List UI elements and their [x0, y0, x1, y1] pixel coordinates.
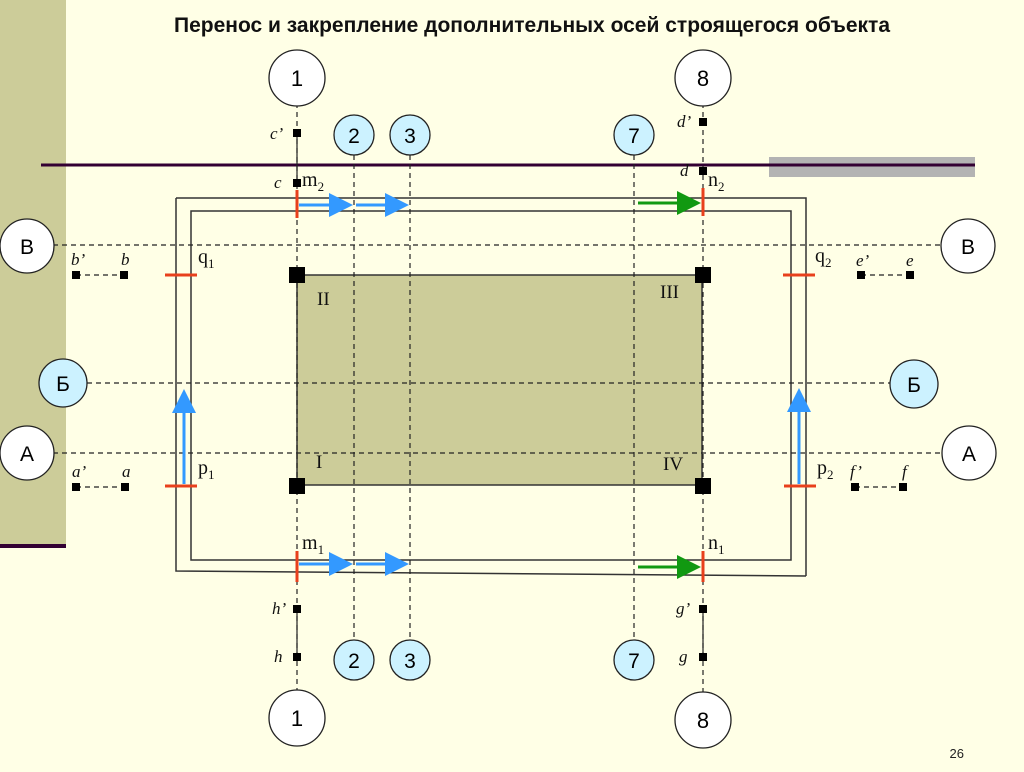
fixing-mark-labels: m2 n2 m1 n1 q1 q2 p1 p2	[198, 169, 834, 557]
axis-label: 2	[348, 650, 360, 673]
label-n1: n1	[708, 532, 725, 557]
axis-bubble-A-right[interactable]: А	[941, 425, 997, 481]
axis-bubble-7-bottom[interactable]: 7	[613, 639, 655, 681]
axis-label: 1	[291, 706, 303, 731]
marker-e	[906, 271, 914, 279]
axis-bubble-V-left[interactable]: В	[0, 218, 55, 274]
label-e-prime: e’	[856, 251, 870, 270]
axis-bubble-8-top[interactable]: 8	[674, 49, 732, 107]
marker-g-prime	[699, 605, 707, 613]
page-number: 26	[949, 746, 964, 761]
axis-label: В	[20, 236, 34, 259]
outer-frame-bottom-left	[175, 198, 807, 577]
marker-f	[899, 483, 907, 491]
label-d-prime: d’	[677, 112, 692, 131]
label-h: h	[274, 647, 283, 666]
label-a: a	[122, 462, 131, 481]
axis-lines	[53, 103, 941, 692]
label-f-prime: f’	[850, 462, 862, 481]
label-p2: p2	[817, 457, 834, 482]
axis-bubble-3-top[interactable]: 3	[389, 114, 431, 156]
axis-bubble-2-bottom[interactable]: 2	[333, 639, 375, 681]
corner-label-I: I	[316, 452, 322, 473]
marker-d-prime	[699, 118, 707, 126]
marker-f-prime	[851, 483, 859, 491]
label-q1: q1	[198, 246, 215, 271]
transfer-arrows-green	[638, 191, 701, 579]
label-h-prime: h’	[272, 599, 287, 618]
axis-label: В	[961, 236, 975, 259]
label-m2: m2	[302, 169, 324, 194]
axis-label: 3	[404, 125, 416, 148]
corner-labels: II III I IV	[316, 282, 683, 475]
axis-bubble-B-right[interactable]: Б	[889, 359, 939, 409]
marker-c	[293, 179, 301, 187]
label-q2: q2	[815, 245, 832, 270]
corner-label-II: II	[317, 289, 330, 310]
marker-a	[121, 483, 129, 491]
axis-label: А	[962, 443, 976, 466]
axis-label: 7	[628, 650, 640, 673]
axis-bubbles: 1 8 1 8 2 3 7 2 3 7 В В А А Б Б	[0, 49, 997, 749]
slide-title: Перенос и закрепление дополнительных осе…	[173, 14, 890, 37]
label-e: e	[906, 251, 914, 270]
label-d: d	[680, 161, 689, 180]
axis-bubble-V-right[interactable]: В	[940, 218, 996, 274]
axis-label: А	[20, 443, 34, 466]
grey-band	[769, 157, 975, 177]
axis-label: 1	[291, 66, 303, 91]
axis-label: 8	[697, 708, 709, 733]
corner-marker-II	[289, 267, 305, 283]
inner-frame	[190, 210, 792, 561]
label-g-prime: g’	[676, 599, 691, 618]
corner-markers	[289, 267, 711, 494]
label-c-prime: c’	[270, 124, 284, 143]
marker-h	[293, 653, 301, 661]
marker-g	[699, 653, 707, 661]
axis-label: 2	[348, 125, 360, 148]
label-n2: n2	[708, 169, 725, 194]
corner-label-IV: IV	[663, 454, 683, 475]
axis-bubble-3-bottom[interactable]: 3	[389, 639, 431, 681]
label-m1: m1	[302, 532, 324, 557]
axis-label: 8	[697, 66, 709, 91]
fixing-ticks	[165, 188, 816, 582]
marker-a-prime	[72, 483, 80, 491]
axis-bubble-1-top[interactable]: 1	[268, 49, 326, 107]
label-c: c	[274, 173, 282, 192]
marker-b-prime	[72, 271, 80, 279]
marker-d	[699, 167, 707, 175]
corner-marker-I	[289, 478, 305, 494]
label-f: f	[902, 462, 909, 481]
label-p1: p1	[198, 457, 215, 482]
axis-label: 7	[628, 125, 640, 148]
axis-bubble-7-top[interactable]: 7	[613, 114, 655, 156]
transfer-arrows-blue	[172, 193, 811, 576]
marker-b	[120, 271, 128, 279]
axis-bubble-A-left[interactable]: А	[0, 425, 55, 481]
axis-label: 3	[404, 650, 416, 673]
axis-bubble-B-left[interactable]: Б	[38, 358, 88, 408]
label-b: b	[121, 250, 130, 269]
marker-c-prime	[293, 129, 301, 137]
corner-marker-IV	[695, 478, 711, 494]
axis-bubble-2-top[interactable]: 2	[333, 114, 375, 156]
label-g: g	[679, 647, 688, 666]
label-a-prime: a’	[72, 462, 87, 481]
point-markers	[72, 118, 914, 661]
axis-bubble-1-bottom[interactable]: 1	[268, 689, 326, 747]
corner-marker-III	[695, 267, 711, 283]
label-b-prime: b’	[71, 250, 86, 269]
axis-bubble-8-bottom[interactable]: 8	[674, 691, 732, 749]
axis-label: Б	[56, 373, 70, 396]
axis-label: Б	[907, 374, 921, 397]
marker-h-prime	[293, 605, 301, 613]
point-labels: c’ c d’ d h’ h g’ g b’ b a’ a e’ e f’ f	[71, 112, 914, 666]
marker-e-prime	[857, 271, 865, 279]
corner-label-III: III	[660, 282, 679, 303]
